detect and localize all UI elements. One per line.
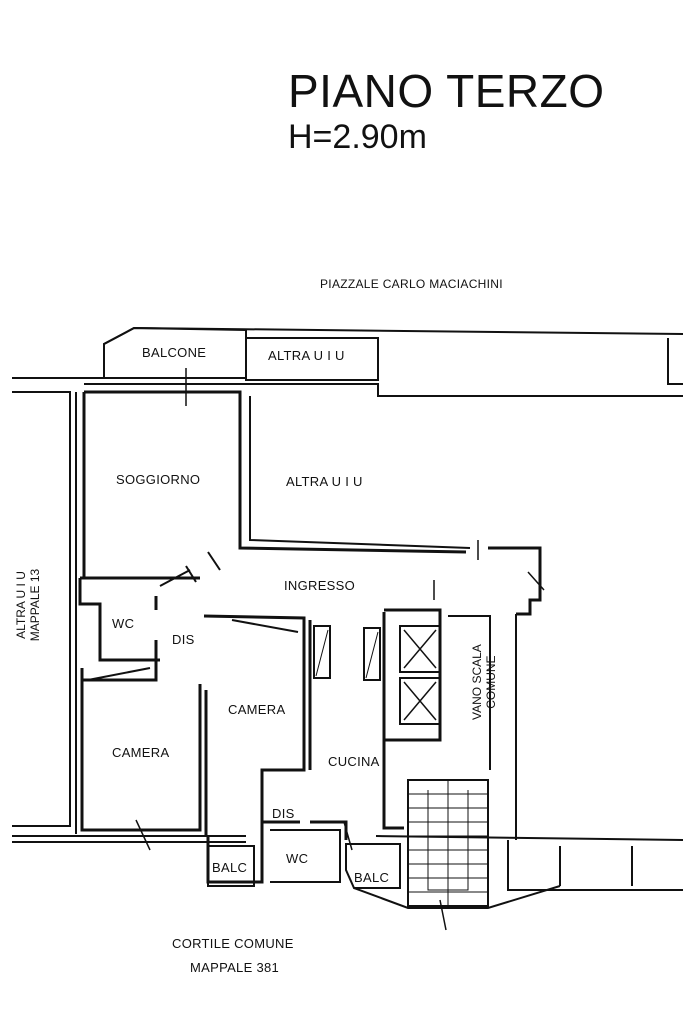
wc2-label: WC: [286, 851, 309, 866]
cortile-label-line2: MAPPALE 381: [190, 960, 280, 975]
left-boundary: [12, 391, 71, 827]
vano-scala-line2: COMUNE: [484, 655, 498, 709]
side-label: ALTRA U I U MAPPALE 13: [14, 550, 42, 660]
wc1-walls: [78, 576, 200, 662]
ceiling-height: H=2.90m: [288, 118, 427, 156]
altra-uiu-top-outline: [245, 337, 379, 381]
dis2-walls: [260, 770, 348, 840]
altra-uiu-mid-wall: [249, 396, 471, 549]
stair-rail: [427, 790, 469, 891]
vano-scala-line1: VANO SCALA: [470, 644, 484, 720]
lift-1: [399, 625, 441, 673]
balc2-label: BALC: [354, 870, 390, 885]
camera-middle-label: CAMERA: [228, 702, 286, 717]
wardrobe-1: [313, 625, 331, 679]
lift-1-x: [403, 629, 437, 669]
camera-left-label: CAMERA: [112, 745, 170, 760]
balcone-label: BALCONE: [142, 345, 207, 360]
outer-wall-top: [84, 383, 683, 397]
soggiorno-wall: [84, 390, 467, 554]
balc1-label: BALC: [212, 860, 248, 875]
dis1-walls: [82, 596, 158, 682]
altra-uiu-mid-label: ALTRA U I U: [286, 474, 363, 489]
lift-2-x: [403, 681, 437, 721]
camera1-door: [87, 667, 151, 681]
dis2-label: DIS: [272, 806, 295, 821]
cortile-label-line1: CORTILE COMUNE: [172, 936, 294, 951]
building-top-edge: [12, 326, 683, 379]
right-building-edge: [667, 338, 683, 385]
street-label: PIAZZALE CARLO MACIACHINI: [320, 277, 503, 291]
vano-scala-wall: [448, 615, 491, 770]
altra-uiu-top-label: ALTRA U I U: [268, 348, 345, 363]
bottom-facade: [12, 835, 683, 891]
ingresso-label: INGRESSO: [284, 578, 356, 593]
balc1-outline: [207, 845, 255, 887]
side-label-line2: MAPPALE 13: [28, 568, 42, 642]
vano-scala-label: VANO SCALA COMUNE: [470, 644, 498, 720]
lift-block: [384, 608, 442, 742]
wc1-label: WC: [112, 616, 135, 631]
balc2-outline: [345, 843, 401, 889]
cucina-label: CUCINA: [328, 754, 380, 769]
wardrobe-2: [363, 627, 381, 681]
soggiorno-label: SOGGIORNO: [116, 472, 201, 487]
lift-2: [399, 677, 441, 725]
side-label-line1: ALTRA U I U: [14, 571, 28, 639]
dis1-label: DIS: [172, 632, 195, 647]
bottom-ground: [353, 885, 561, 909]
ingresso-right-wall: [488, 546, 542, 616]
stair-treads: [408, 780, 488, 906]
wc2-walls: [270, 829, 341, 883]
cucina-wall-right: [382, 612, 404, 830]
door-marks-1: [159, 551, 221, 587]
plan-title: PIANO TERZO: [288, 65, 605, 117]
tick-marks: [135, 368, 545, 931]
camera2-door: [231, 619, 299, 633]
wardrobe-diag: [315, 629, 379, 679]
